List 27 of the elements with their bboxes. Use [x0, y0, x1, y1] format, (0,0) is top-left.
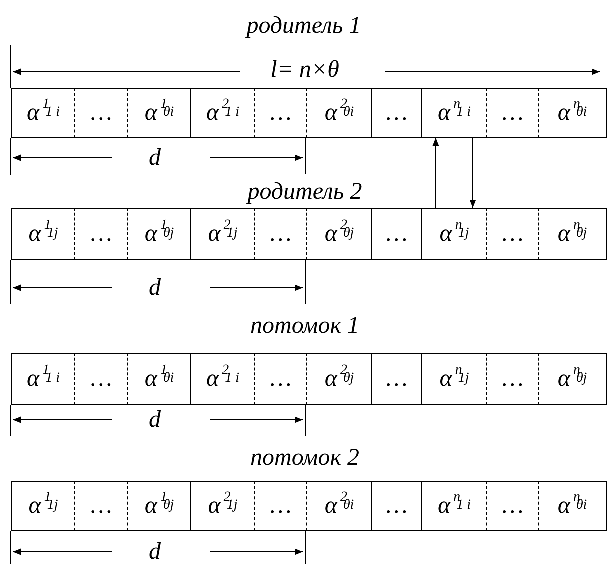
gene-cell: …: [486, 353, 539, 405]
dimension-label: d: [149, 276, 161, 300]
gene-cell: …: [486, 208, 539, 260]
gene-cell: …: [371, 208, 422, 260]
gene-cell: …: [371, 481, 422, 531]
arrow: [432, 138, 440, 208]
gene-cell: …: [254, 88, 307, 138]
gene-cell: …: [254, 481, 307, 531]
gene-cell: …: [486, 481, 539, 531]
dimension-label: d: [149, 146, 161, 170]
gene-cell: …: [371, 88, 422, 138]
row-title: потомок 1: [250, 314, 360, 338]
gene-cell: …: [74, 88, 128, 138]
gene-cell: …: [74, 481, 128, 531]
gene-cell: …: [371, 353, 422, 405]
gene-cell: …: [74, 208, 128, 260]
dimension-label: d: [149, 540, 161, 564]
arrow: [470, 138, 476, 208]
row-title: родитель 1: [246, 14, 362, 38]
gene-cell: …: [254, 353, 307, 405]
dimension-label: d: [149, 408, 161, 432]
dimension-label: l= n×θ: [270, 58, 340, 82]
gene-cell: …: [74, 353, 128, 405]
row-title: потомок 2: [250, 446, 360, 470]
gene-cell: …: [254, 208, 307, 260]
gene-cell: …: [486, 88, 539, 138]
row-title: родитель 2: [248, 180, 362, 204]
